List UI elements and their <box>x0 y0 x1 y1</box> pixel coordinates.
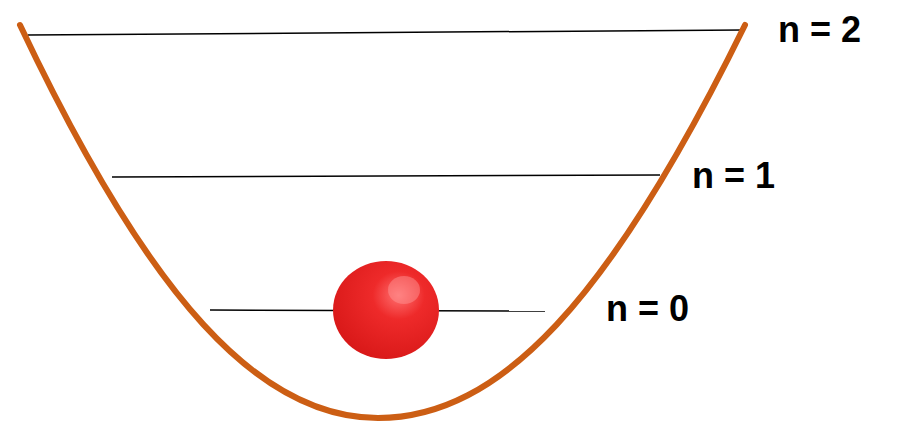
level-label: n = 1 <box>692 158 775 194</box>
energy-level <box>112 175 660 177</box>
ball-highlight <box>388 276 420 304</box>
level-label: n = 0 <box>606 291 689 327</box>
level-label: n = 2 <box>778 12 861 48</box>
particle-ball <box>333 261 439 359</box>
parabola-curve <box>20 25 745 418</box>
energy-level <box>28 30 742 35</box>
